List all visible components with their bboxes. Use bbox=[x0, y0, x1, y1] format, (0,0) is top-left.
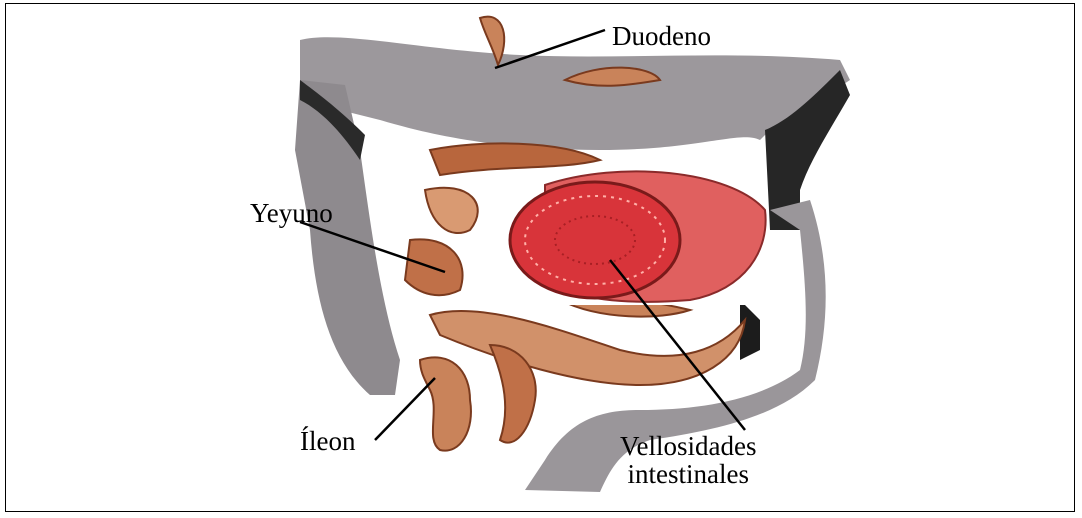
label-vellosidades-intestinales: Vellosidades intestinales bbox=[620, 432, 756, 489]
label-ileon: Íleon bbox=[300, 428, 355, 455]
label-yeyuno: Yeyuno bbox=[250, 200, 333, 227]
label-vellosidades-line1: Vellosidades bbox=[620, 432, 756, 460]
label-vellosidades-line2: intestinales bbox=[620, 460, 756, 488]
villi-inset bbox=[482, 171, 767, 305]
label-duodeno: Duodeno bbox=[612, 23, 711, 50]
